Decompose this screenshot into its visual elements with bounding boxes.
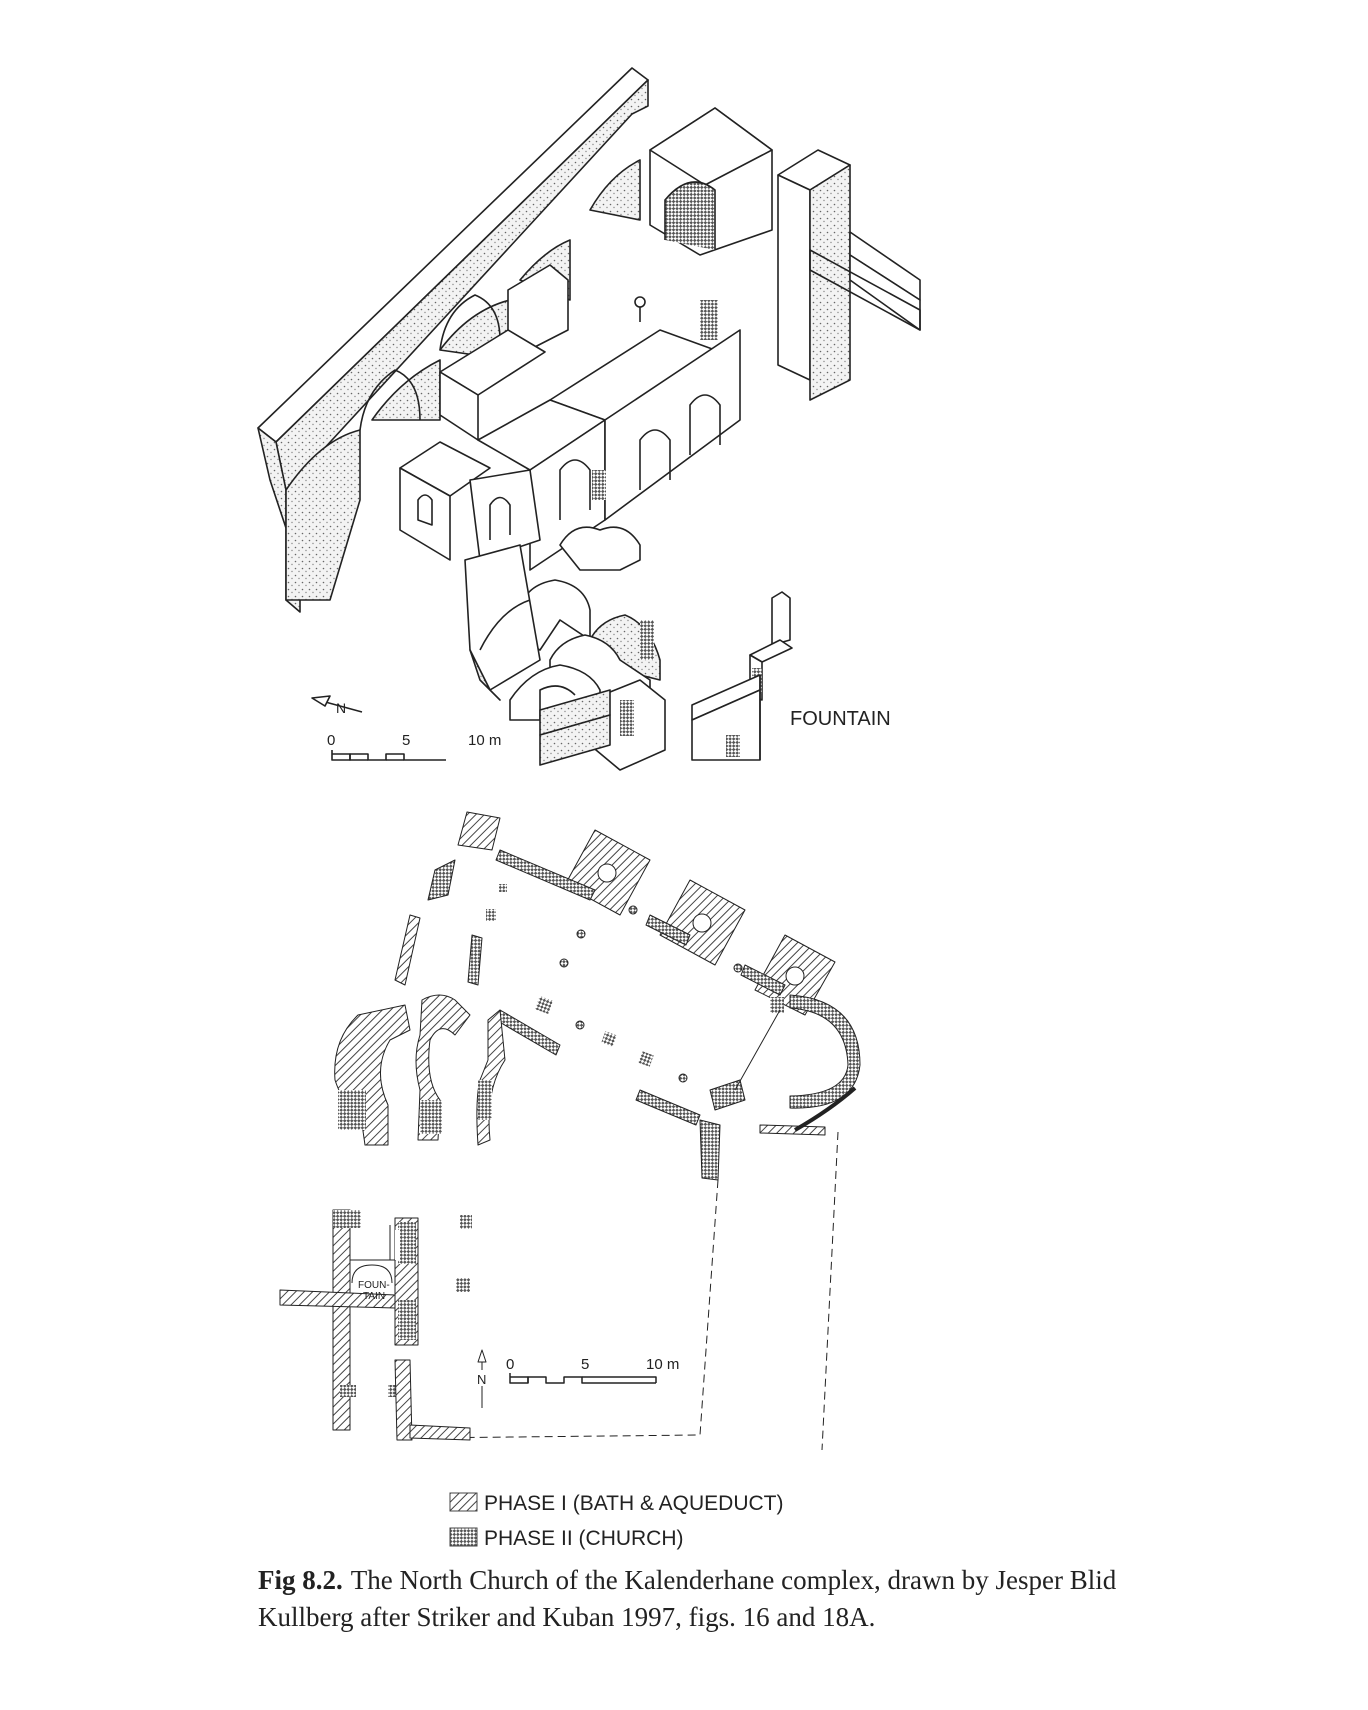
plan-north-arrow: N bbox=[475, 1349, 489, 1408]
figure-number: Fig 8.2. bbox=[258, 1565, 343, 1595]
plan-north-label: N bbox=[477, 1372, 486, 1387]
axon-north-arrow: N bbox=[311, 695, 363, 716]
upper-rooms bbox=[399, 107, 773, 561]
caption-text: The North Church of the Kalenderhane com… bbox=[258, 1565, 1117, 1632]
legend-swatch-phase1 bbox=[449, 1492, 478, 1512]
legend-label-phase1: PHASE I (BATH & AQUEDUCT) bbox=[484, 1492, 784, 1515]
figure-drawing: N 0 5 10 m FOUNTAIN bbox=[257, 67, 921, 1550]
figure-caption: Fig 8.2.The North Church of the Kalender… bbox=[258, 1562, 1138, 1636]
plan-scale-5: 5 bbox=[581, 1356, 589, 1373]
apse-walls bbox=[464, 526, 666, 771]
axon-fountain-label: FOUNTAIN bbox=[790, 708, 891, 730]
legend: PHASE I (BATH & AQUEDUCT) PHASE II (CHUR… bbox=[449, 1492, 784, 1550]
plan-scale-0: 0 bbox=[506, 1356, 514, 1373]
axon-scale-bar: 0 5 10 m bbox=[327, 732, 501, 761]
axon-scale-10m: 10 m bbox=[468, 732, 501, 749]
plan-scale-10m: 10 m bbox=[646, 1356, 679, 1373]
plan-view: FOUN- TAIN N 0 5 10 m bbox=[279, 811, 861, 1451]
fountain-blocks bbox=[691, 591, 793, 761]
axon-scale-5: 5 bbox=[402, 732, 410, 749]
axon-north-label: N bbox=[336, 700, 346, 716]
axon-scale-0: 0 bbox=[327, 732, 335, 749]
church-body bbox=[469, 296, 741, 571]
corridor-walls bbox=[777, 149, 921, 401]
plan-fountain-label-1: FOUN- bbox=[358, 1280, 390, 1291]
plan-fountain-label-2: TAIN bbox=[363, 1291, 385, 1302]
axonometric-view: N 0 5 10 m FOUNTAIN bbox=[257, 67, 921, 771]
plan-scale-bar: 0 5 10 m bbox=[506, 1356, 679, 1384]
legend-swatch-phase2 bbox=[449, 1527, 478, 1547]
legend-label-phase2: PHASE II (CHURCH) bbox=[484, 1527, 684, 1550]
